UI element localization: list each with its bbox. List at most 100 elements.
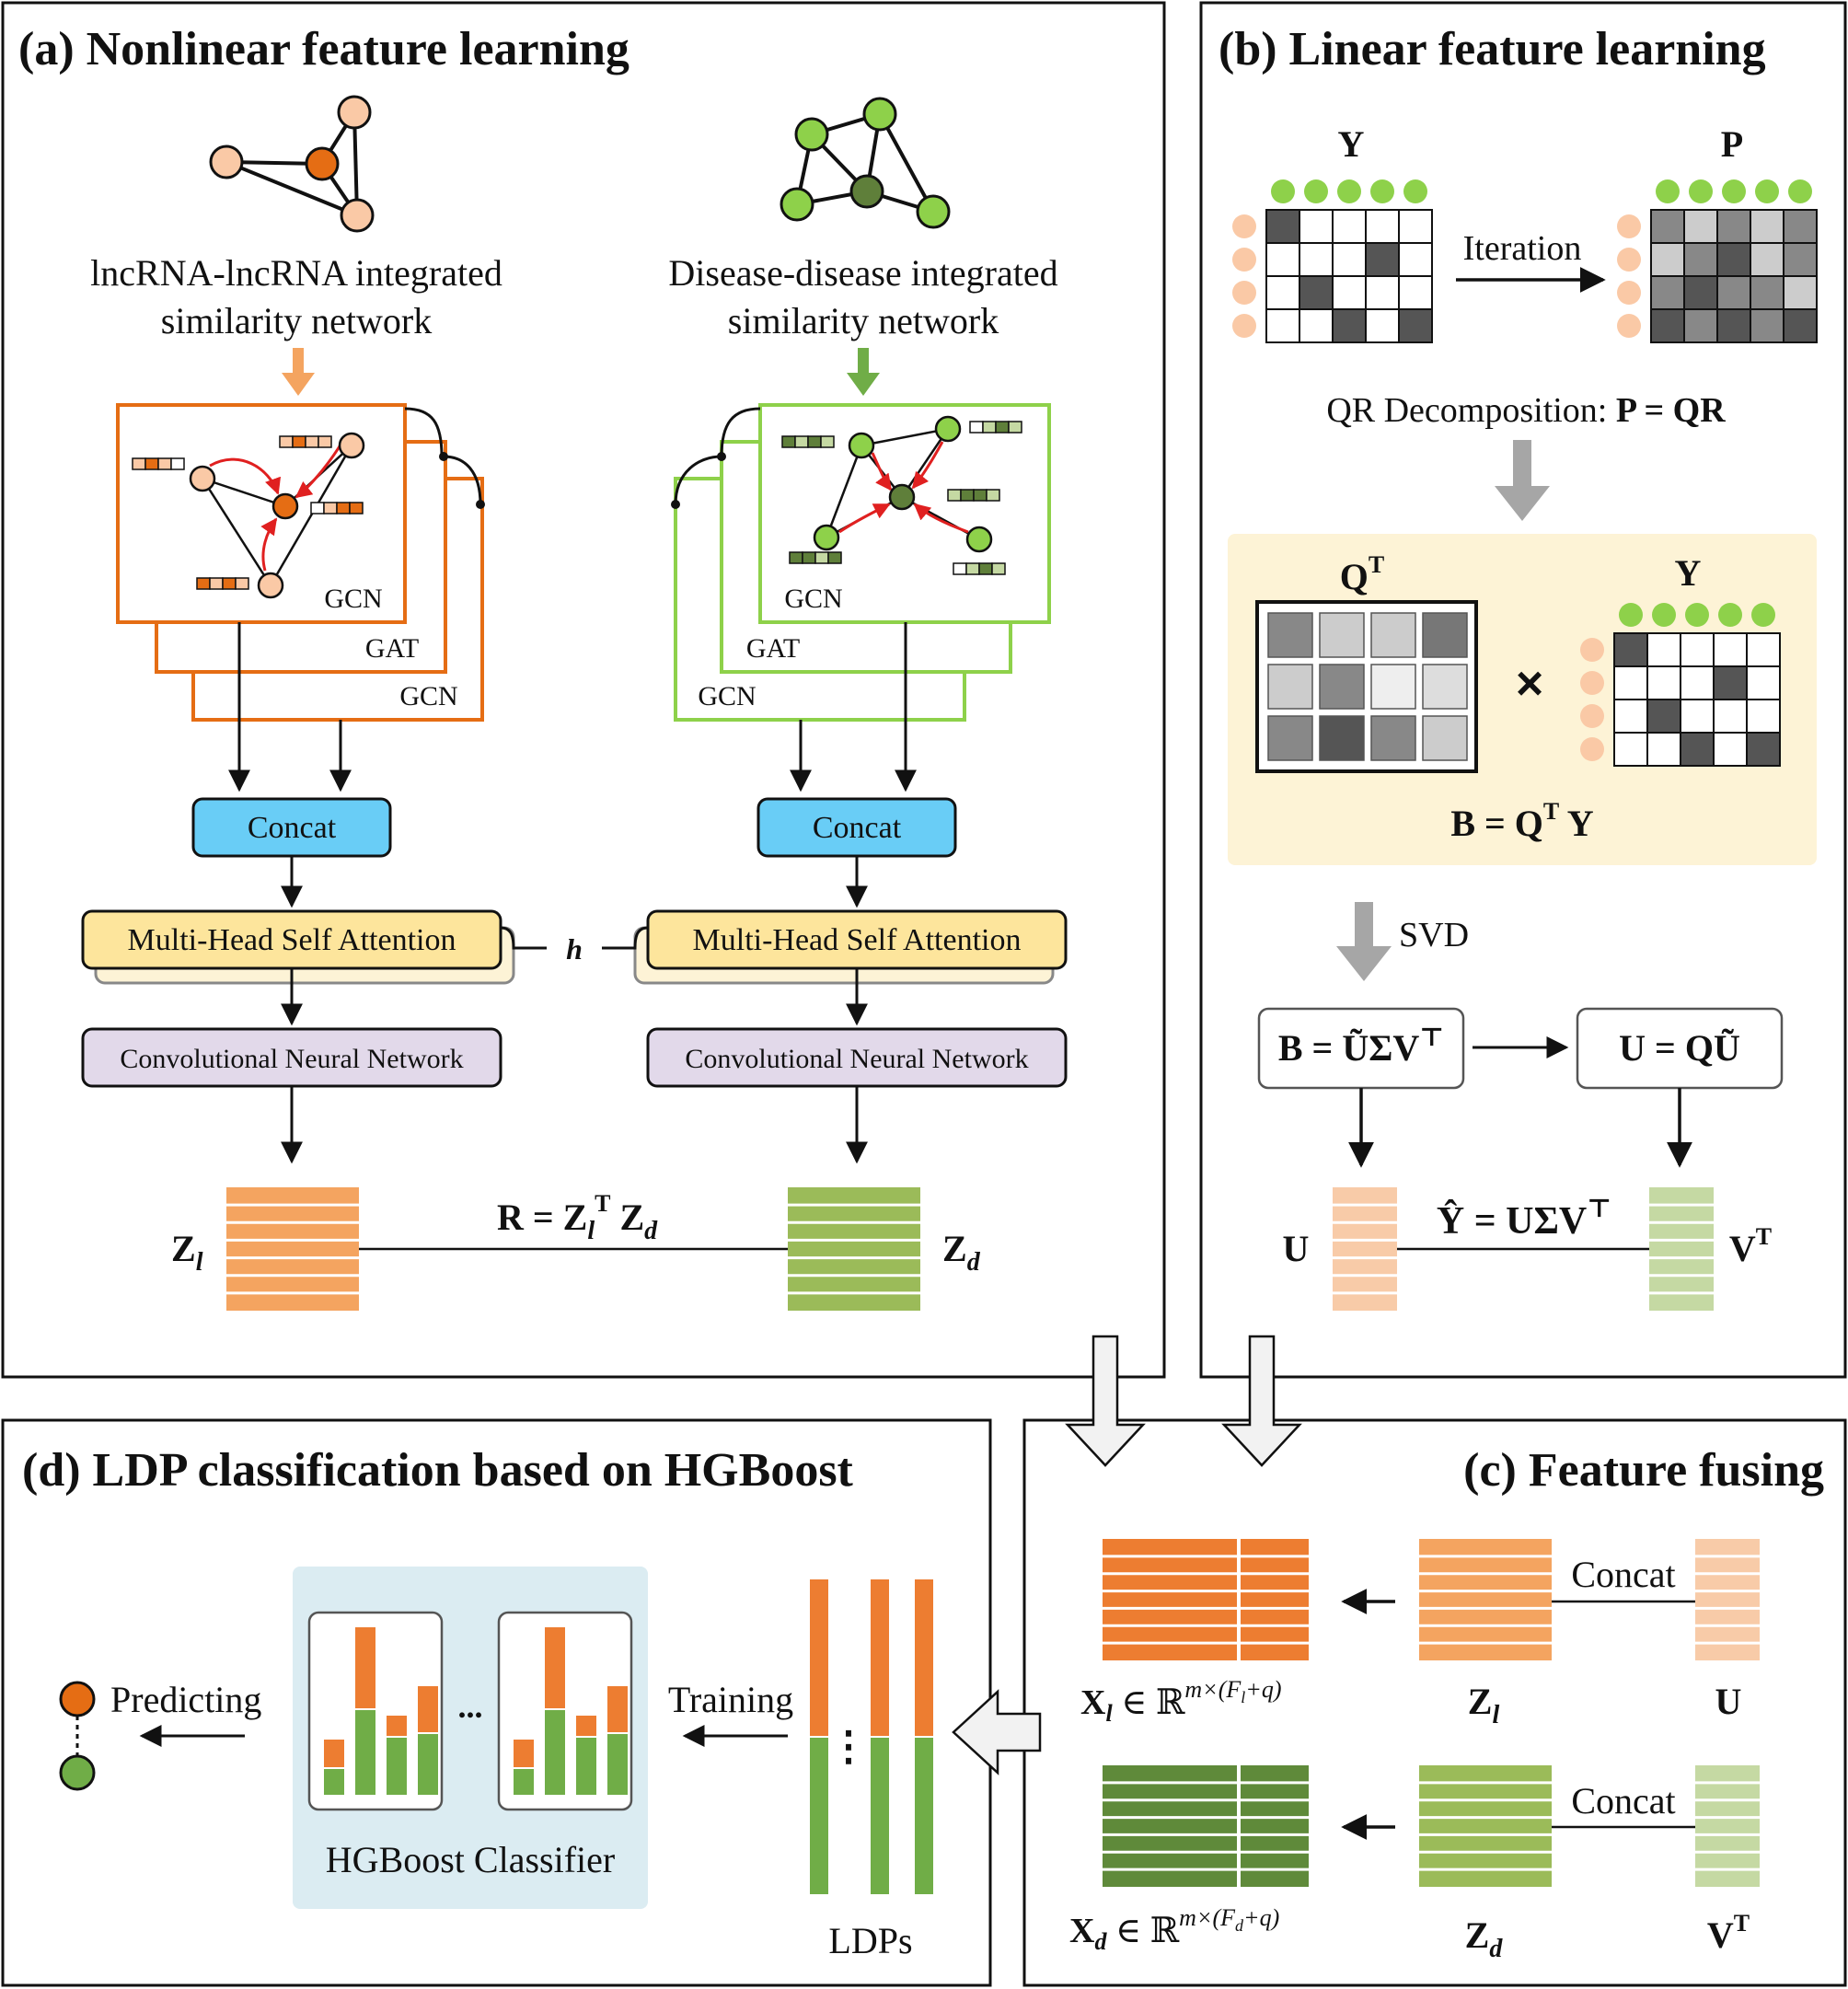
row-dot: [1580, 737, 1604, 761]
lnc-network-label-1: lncRNA-lncRNA integrated: [90, 252, 502, 294]
grid-cell: [1783, 308, 1818, 343]
grid-cell: [1365, 209, 1400, 244]
zd-label: Zd: [942, 1228, 981, 1277]
zl-matrix: [226, 1187, 359, 1311]
qt-cell: [1370, 664, 1416, 710]
grid-cell: [1650, 308, 1685, 343]
shared-h-connector-right: [602, 926, 649, 950]
tree-bar-green: [607, 1734, 628, 1795]
tree-bar-orange: [387, 1716, 407, 1736]
lnc-layer-gcn-2: GCN: [399, 681, 457, 711]
grid-cell: [1365, 242, 1400, 277]
training-label: Training: [668, 1679, 793, 1720]
y-matrix: [1232, 179, 1433, 343]
b-equation: B = QT Y: [1450, 798, 1593, 844]
column-dot: [1370, 179, 1394, 203]
grid-cell: [1646, 699, 1681, 734]
grid-cell: [1783, 242, 1818, 277]
tree-bar-green: [387, 1738, 407, 1795]
lnc-network-icon: [209, 95, 375, 233]
xd-matrix: [1103, 1765, 1309, 1887]
qt-cell: [1422, 715, 1468, 761]
grid-cell: [1680, 699, 1715, 734]
matrix-body: [1333, 1187, 1397, 1311]
grid-cell: [1716, 275, 1751, 310]
grid-cell: [1680, 732, 1715, 767]
grid-cell: [1650, 209, 1685, 244]
panel-b-border: [1199, 1, 1847, 1379]
u-matrix-label: U: [1283, 1228, 1310, 1269]
grid-cell: [1646, 732, 1681, 767]
grid-cell: [1680, 665, 1715, 700]
panel-a-title: (a) Nonlinear feature learning: [18, 23, 629, 75]
grid-cell: [1332, 275, 1367, 310]
c-zd-matrix: [1419, 1765, 1552, 1887]
grid-cell: [1716, 308, 1751, 343]
tree-bar-green: [545, 1710, 565, 1795]
b-to-c-hollow-arrow: [1221, 1335, 1302, 1467]
c-to-d-hollow-arrow: [952, 1689, 1042, 1775]
grid-cell: [1646, 665, 1681, 700]
panel-c-border: [1022, 1418, 1847, 1987]
dis-down-arrow: [847, 348, 880, 396]
row-dot: [1580, 704, 1604, 728]
classifier-label: HGBoost Classifier: [326, 1839, 615, 1880]
grid-cell: [1783, 275, 1818, 310]
panel-d-title: (d) LDP classification based on HGBoost: [22, 1444, 854, 1497]
qt-label: QT: [1340, 551, 1384, 597]
column-dot: [1403, 179, 1427, 203]
yhat-equation: Ŷ = UΣV⊤: [1437, 1195, 1611, 1243]
row-dot: [1617, 214, 1641, 238]
svd-down-arrow: [1336, 902, 1392, 981]
grid-cell: [1713, 632, 1748, 667]
grid-cell: [1713, 699, 1748, 734]
row-dot: [1617, 248, 1641, 272]
u-box-label: U = QŨ: [1619, 1027, 1740, 1069]
grid-cell: [1746, 665, 1781, 700]
panel-b-title: (b) Linear feature learning: [1219, 23, 1766, 75]
disease-network-label-1: Disease-disease integrated: [668, 252, 1057, 294]
column-dot: [1689, 179, 1713, 203]
p-matrix: [1617, 179, 1818, 343]
tree-bars-2: [514, 1627, 628, 1795]
grid-cell: [1299, 275, 1334, 310]
qt-cell: [1422, 612, 1468, 658]
y2-matrix-label: Y: [1675, 552, 1702, 594]
grid-cell: [1716, 242, 1751, 277]
grid-cell: [1750, 308, 1784, 343]
qt-matrix: [1255, 600, 1478, 773]
a-to-c-hollow-arrow: [1065, 1335, 1146, 1467]
grid-cell: [1265, 275, 1300, 310]
qt-cell: [1267, 664, 1313, 710]
qt-cell: [1370, 715, 1416, 761]
column-dot: [1619, 603, 1643, 627]
grid-cell: [1299, 242, 1334, 277]
tree-bar-orange: [576, 1716, 596, 1736]
tree-bar-green: [324, 1769, 344, 1795]
svd-box-label: B = ŨΣV⊤: [1278, 1023, 1444, 1069]
grid-cell: [1750, 242, 1784, 277]
ldp-bar-orange: [810, 1579, 828, 1736]
dis-attention-label: Multi-Head Self Attention: [693, 923, 1022, 957]
row-dot: [1617, 281, 1641, 305]
c-u-matrix: [1695, 1539, 1760, 1660]
dis-layer-gcn-2: GCN: [698, 681, 756, 711]
tree-bar-green: [576, 1738, 596, 1795]
qr-down-arrow: [1495, 440, 1550, 521]
c-u-label: U: [1715, 1681, 1742, 1722]
grid-cell: [1646, 632, 1681, 667]
grid-cell: [1650, 275, 1685, 310]
matrix-body: [1419, 1765, 1552, 1887]
ldp-bar-orange: [871, 1579, 889, 1736]
predict-node-green: [59, 1754, 96, 1791]
zd-matrix: [788, 1187, 920, 1311]
grid-cell: [1613, 732, 1648, 767]
qt-cell: [1267, 612, 1313, 658]
grid-cell: [1750, 209, 1784, 244]
row-dot: [1580, 638, 1604, 662]
predict-node-orange: [59, 1681, 96, 1717]
dis-layer-gcn-1: GCN: [784, 584, 842, 614]
lnc-cnn-label: Convolutional Neural Network: [120, 1044, 463, 1074]
lnc-down-arrow: [282, 348, 315, 396]
matrix-body: [1103, 1765, 1309, 1887]
